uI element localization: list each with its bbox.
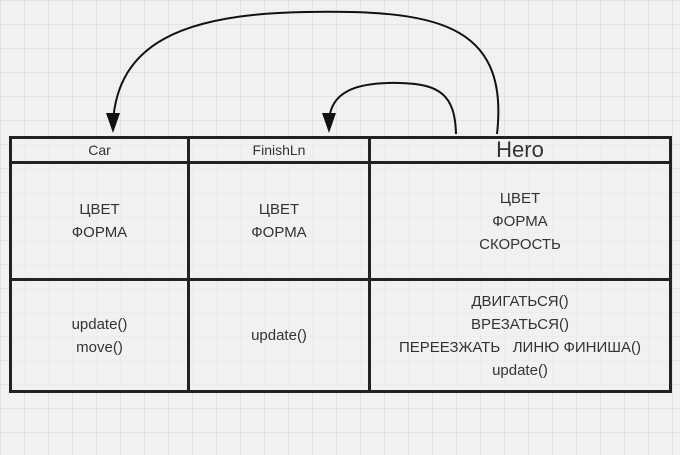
arrowhead-finishln: [322, 113, 336, 133]
method-item: update(): [492, 361, 548, 379]
class-name-hero: Hero: [496, 137, 544, 162]
attributes-hero: ЦВЕТ ФОРМА СКОРОСТЬ: [371, 164, 669, 281]
method-item: ПЕРЕЕЗЖАТЬ ЛИНЮ ФИНИША(): [398, 338, 642, 356]
attribute-item: ЦВЕТ: [258, 201, 300, 218]
methods-car: update() move(): [12, 281, 190, 390]
method-item: ВРЕЗАТЬСЯ(): [471, 315, 569, 333]
attributes-car: ЦВЕТ ФОРМА: [12, 164, 190, 281]
attribute-item: ЦВЕТ: [499, 189, 541, 207]
arrowhead-car: [106, 113, 120, 133]
methods-finishln: update(): [190, 281, 371, 390]
method-item: update(): [251, 327, 307, 344]
attributes-finishln: ЦВЕТ ФОРМА: [190, 164, 371, 281]
arrow-hero-to-finishln: [328, 81, 457, 135]
method-item: move(): [76, 338, 123, 356]
attribute-item: ФОРМА: [251, 224, 307, 241]
arrow-hero-to-car: [112, 10, 500, 135]
method-item: update(): [71, 315, 128, 333]
class-name-finishln: FinishLn: [252, 142, 306, 158]
class-table: Car FinishLn Hero ЦВЕТ ФОРМА ЦВЕТ ФОРМА …: [9, 136, 672, 393]
methods-hero: ДВИГАТЬСЯ() ВРЕЗАТЬСЯ() ПЕРЕЕЗЖАТЬ ЛИНЮ …: [371, 281, 669, 390]
attribute-item: ФОРМА: [71, 224, 128, 241]
class-name-car: Car: [88, 142, 111, 158]
attribute-item: СКОРОСТЬ: [479, 235, 561, 253]
class-header-car: Car: [12, 139, 190, 164]
method-item: ДВИГАТЬСЯ(): [471, 292, 569, 310]
class-header-hero: Hero: [371, 137, 669, 164]
attribute-item: ФОРМА: [492, 212, 548, 230]
class-header-finishln: FinishLn: [190, 139, 371, 164]
attribute-item: ЦВЕТ: [79, 201, 120, 218]
